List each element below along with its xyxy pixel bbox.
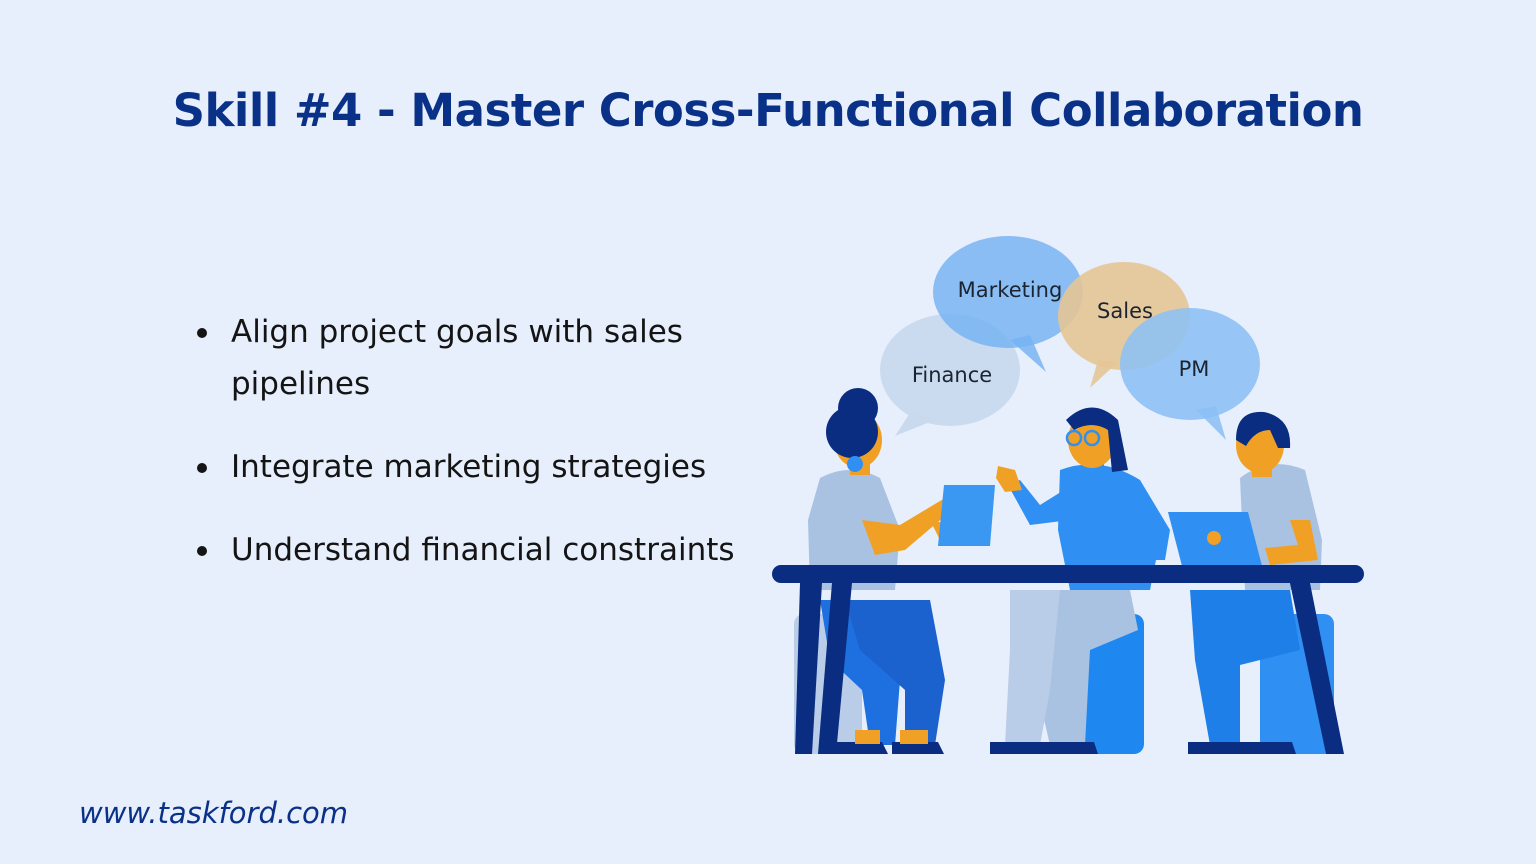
person-right: [1168, 411, 1322, 754]
person-left: [808, 388, 995, 754]
person-middle: [990, 407, 1170, 754]
bullet-item-marketing: Integrate marketing strategies: [190, 441, 750, 493]
speech-bubble-marketing: [933, 236, 1083, 372]
bullet-item-finance: Understand financial constraints: [190, 524, 750, 576]
stool-middle: [1078, 614, 1144, 754]
bullet-item-sales: Align project goals with sales pipelines: [190, 306, 750, 410]
page-title: Skill #4 - Master Cross-Functional Colla…: [172, 84, 1364, 137]
speech-bubble-pm: [1120, 308, 1260, 440]
bubble-label-pm: PM: [1179, 357, 1210, 381]
bullet-list: Align project goals with sales pipelines…: [190, 306, 750, 607]
meeting-table: [772, 565, 1364, 754]
footer-website-url[interactable]: www.taskford.com: [79, 796, 349, 830]
bubble-label-finance: Finance: [912, 363, 992, 387]
bubble-label-marketing: Marketing: [958, 278, 1063, 302]
bubble-label-sales: Sales: [1097, 299, 1153, 323]
